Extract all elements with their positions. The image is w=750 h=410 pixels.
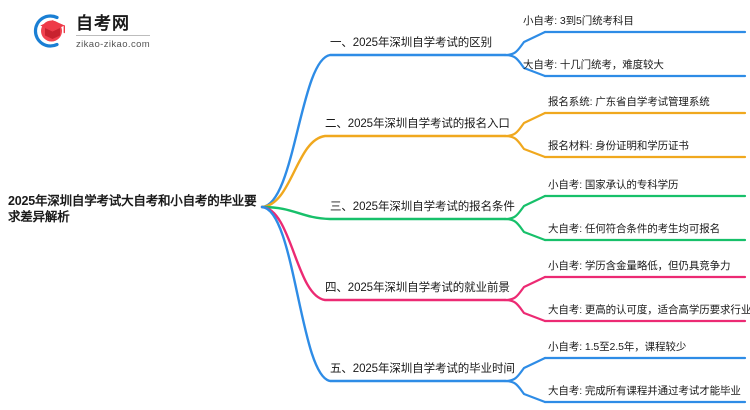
leaf-label-4-2[interactable]: 大自考: 更高的认可度，适合高学历要求行业 xyxy=(548,304,750,316)
graduation-cap-logo-icon xyxy=(28,10,70,52)
leaf-label-2-1[interactable]: 报名系统: 广东省自学考试管理系统 xyxy=(548,96,710,108)
branch-label-1[interactable]: 一、2025年深圳自学考试的区别 xyxy=(330,37,492,49)
logo-domain: zikao-zikao.com xyxy=(76,38,151,50)
branch-connector-5 xyxy=(260,205,747,404)
central-topic: 2025年深圳自学考试大自考和小自考的毕业要求差异解析 xyxy=(8,194,257,224)
branch-connector-1 xyxy=(260,30,747,209)
branch-label-4[interactable]: 四、2025年深圳自学考试的就业前景 xyxy=(325,282,510,294)
leaf-label-1-2[interactable]: 大自考: 十几门统考，难度较大 xyxy=(523,59,664,71)
branch-connector-2 xyxy=(260,111,747,209)
leaf-label-4-1[interactable]: 小自考: 学历含金量略低，但仍具竞争力 xyxy=(548,260,731,272)
branch-label-3[interactable]: 三、2025年深圳自学考试的报名条件 xyxy=(330,201,515,213)
leaf-label-5-1[interactable]: 小自考: 1.5至2.5年，课程较少 xyxy=(548,341,687,353)
logo-title: 自考网 xyxy=(76,14,151,36)
branch-connector-3 xyxy=(260,194,747,242)
leaf-label-3-1[interactable]: 小自考: 国家承认的专科学历 xyxy=(548,179,679,191)
leaf-label-2-2[interactable]: 报名材料: 身份证明和学历证书 xyxy=(548,140,689,152)
leaf-label-1-1[interactable]: 小自考: 3到5门统考科目 xyxy=(523,15,634,27)
leaf-label-5-2[interactable]: 大自考: 完成所有课程并通过考试才能毕业 xyxy=(548,385,741,397)
branch-label-5[interactable]: 五、2025年深圳自学考试的毕业时间 xyxy=(330,363,515,375)
leaf-label-3-2[interactable]: 大自考: 任何符合条件的考生均可报名 xyxy=(548,223,721,235)
branch-label-2[interactable]: 二、2025年深圳自学考试的报名入口 xyxy=(325,118,510,130)
branch-connector-4 xyxy=(260,205,747,323)
logo-wordmark: 自考网 zikao-zikao.com xyxy=(76,12,151,51)
site-logo: 自考网 zikao-zikao.com xyxy=(28,10,151,52)
